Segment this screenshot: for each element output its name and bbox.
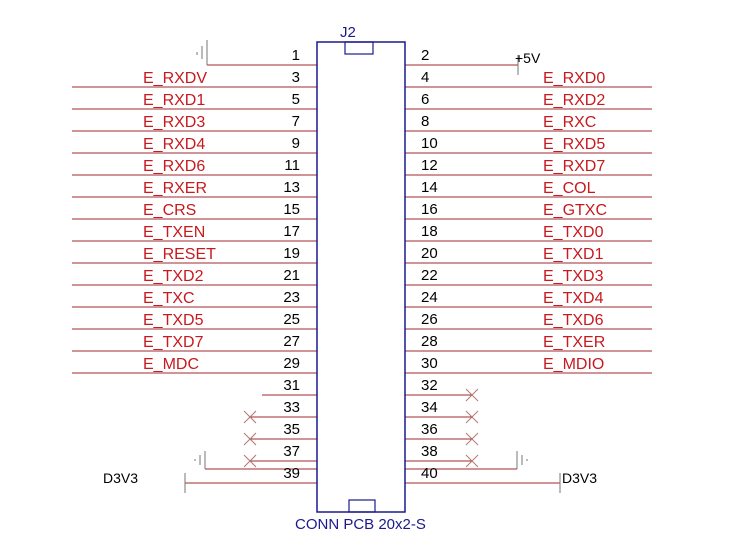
net-label: E_TXC (143, 290, 195, 307)
pin-number: 22 (421, 267, 438, 284)
pin-number: 35 (283, 421, 300, 438)
net-label: E_TXEN (143, 224, 205, 241)
power-label: D3V3 (103, 470, 138, 486)
net-label: E_RXD3 (143, 114, 205, 131)
pin-number: 14 (421, 179, 438, 196)
pin-number: 33 (283, 399, 300, 416)
pin-number: 20 (421, 245, 438, 262)
pin-number: 11 (284, 157, 300, 174)
pin-number: 4 (421, 69, 429, 86)
no-connect-icon (243, 454, 257, 468)
pin-number: 12 (421, 157, 438, 174)
net-label: E_RXD7 (543, 158, 605, 175)
net-label: E_RESET (143, 246, 216, 263)
pin-number: 23 (283, 289, 300, 306)
pin-number: 21 (283, 267, 300, 284)
net-label: E_TXD5 (143, 312, 204, 329)
net-label: E_RXDV (143, 70, 207, 87)
net-label: E_COL (543, 180, 596, 197)
nc-stroke (465, 410, 479, 424)
connector-key-bottom (348, 499, 376, 513)
nc-stroke (465, 432, 479, 446)
net-label: E_RXER (143, 180, 207, 197)
net-label: E_TXER (543, 334, 605, 351)
pin-number: 40 (421, 465, 438, 482)
pin-number: 19 (283, 245, 300, 262)
pin-number: 16 (421, 201, 438, 218)
ground-icon (196, 40, 208, 65)
power-label: D3V3 (562, 470, 597, 486)
no-connect-icon (243, 410, 257, 424)
pin-number: 37 (283, 443, 300, 460)
pin-number: 28 (421, 333, 438, 350)
net-label: E_RXD5 (543, 136, 605, 153)
net-label: E_RXC (543, 114, 596, 131)
pin-number: 7 (292, 113, 300, 130)
pin-number: 39 (283, 465, 300, 482)
connector-key-top (344, 41, 374, 55)
net-label: E_MDIO (543, 356, 604, 373)
net-label: E_RXD2 (543, 92, 605, 109)
pin-number: 5 (292, 91, 300, 108)
net-label: E_RXD1 (143, 92, 205, 109)
pin-number: 13 (283, 179, 300, 196)
pin-number: 2 (421, 47, 429, 64)
net-label: E_GTXC (543, 202, 607, 219)
pin-number: 3 (292, 69, 300, 86)
pin-number: 38 (421, 443, 438, 460)
pin-number: 15 (283, 201, 300, 218)
pin-number: 29 (283, 355, 300, 372)
pin-number: 27 (283, 333, 300, 350)
no-connect-icon (465, 432, 479, 446)
net-label: E_RXD0 (543, 70, 605, 87)
pin-number: 9 (292, 135, 300, 152)
net-label: E_TXD2 (143, 268, 204, 285)
net-label: E_TXD4 (543, 290, 604, 307)
pin-number: 30 (421, 355, 438, 372)
pin-number: 8 (421, 113, 429, 130)
nc-stroke (465, 388, 479, 402)
ground-icon (516, 451, 528, 469)
net-label: E_TXD1 (543, 246, 604, 263)
no-connect-icon (465, 410, 479, 424)
pin-number: 6 (421, 91, 429, 108)
connector-part: CONN PCB 20x2-S (295, 516, 426, 533)
no-connect-icon (243, 432, 257, 446)
pin-number: 32 (421, 377, 438, 394)
pin-number: 1 (292, 47, 300, 64)
pin-number: 24 (421, 289, 438, 306)
net-label: E_CRS (143, 202, 196, 219)
pin-number: 10 (421, 135, 438, 152)
pin-number: 18 (421, 223, 438, 240)
pin-number: 25 (283, 311, 300, 328)
net-label: E_RXD4 (143, 136, 205, 153)
nc-stroke (243, 432, 257, 446)
nc-stroke (243, 454, 257, 468)
connector-body (316, 41, 406, 513)
power-label: +5V (515, 50, 541, 66)
net-label: E_MDC (143, 356, 199, 373)
wire-layer (72, 64, 652, 484)
symbol-layer (184, 40, 561, 493)
pin-number: 31 (283, 377, 300, 394)
net-label: E_TXD7 (143, 334, 204, 351)
net-label: E_TXD0 (543, 224, 604, 241)
pin-number: 17 (283, 223, 300, 240)
net-label: E_TXD6 (543, 312, 604, 329)
pin-number: 26 (421, 311, 438, 328)
connector-ref: J2 (340, 24, 356, 41)
no-connect-icon (465, 388, 479, 402)
pin-number: 34 (421, 399, 438, 416)
net-label: E_TXD3 (543, 268, 604, 285)
pin-number: 36 (421, 421, 438, 438)
nc-stroke (465, 454, 479, 468)
ground-icon (194, 451, 206, 469)
no-connect-icon (465, 454, 479, 468)
label-layer: 13E_RXDV5E_RXD17E_RXD39E_RXD411E_RXD613E… (103, 47, 607, 486)
nc-stroke (243, 410, 257, 424)
net-label: E_RXD6 (143, 158, 205, 175)
